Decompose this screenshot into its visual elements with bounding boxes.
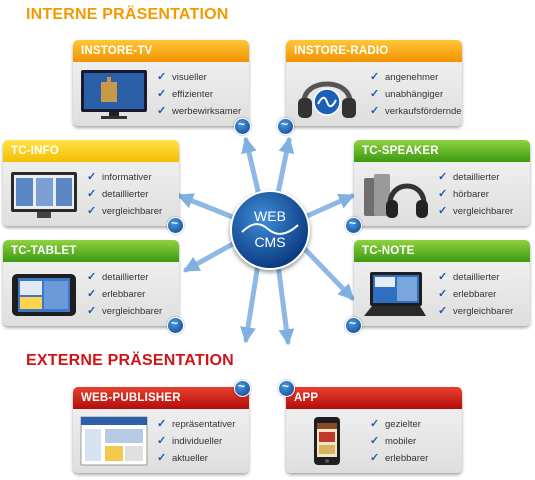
check-icon: ✓	[87, 171, 97, 183]
arrow-app	[275, 261, 295, 346]
card-title: TC-INFO	[3, 140, 179, 162]
check-icon: ✓	[157, 452, 167, 464]
web-cms-hub: WEB CMS	[230, 190, 310, 270]
arrow-web-publisher	[240, 261, 261, 344]
feature-item: ✓effizienter	[157, 86, 241, 103]
card-title: WEB-PUBLISHER	[73, 387, 249, 409]
check-icon: ✓	[87, 188, 97, 200]
node-icon	[277, 117, 294, 135]
wave-icon	[241, 223, 299, 235]
card-title: TC-NOTE	[354, 240, 530, 262]
feature-item: ✓erlebbarer	[87, 286, 162, 303]
check-icon: ✓	[157, 88, 167, 100]
feature-item: ✓werbewirksamer	[157, 103, 241, 120]
web-page-icon	[80, 416, 148, 466]
card-tc-info[interactable]: TC-INFO ✓informativer ✓detaillierter ✓ve…	[3, 140, 179, 226]
card-instore-radio[interactable]: INSTORE-RADIO ✓angenehmer ✓unabhängiger …	[286, 40, 462, 126]
check-icon: ✓	[87, 271, 97, 283]
check-icon: ✓	[87, 205, 97, 217]
check-icon: ✓	[370, 452, 380, 464]
card-tc-tablet[interactable]: TC-TABLET ✓detaillierter ✓erlebbarer ✓ve…	[3, 240, 179, 326]
card-title: INSTORE-RADIO	[286, 40, 462, 62]
hub-label-web: WEB	[254, 208, 286, 224]
feature-item: ✓repräsentativer	[157, 416, 235, 433]
check-icon: ✓	[370, 71, 380, 83]
heading-external: EXTERNE PRÄSENTATION	[26, 352, 234, 369]
check-icon: ✓	[438, 171, 448, 183]
feature-item: ✓detaillierter	[438, 269, 513, 286]
card-title: APP	[286, 387, 462, 409]
arrow-tc-tablet	[183, 237, 243, 273]
node-icon	[278, 379, 295, 397]
card-instore-tv[interactable]: INSTORE-TV ✓visueller ✓effizienter ✓werb…	[73, 40, 249, 126]
feature-item: ✓vergleichbarer	[87, 303, 162, 320]
laptop-icon	[364, 272, 426, 316]
card-tc-note[interactable]: TC-NOTE ✓detaillierter ✓erlebbarer ✓verg…	[354, 240, 530, 326]
check-icon: ✓	[157, 71, 167, 83]
check-icon: ✓	[87, 288, 97, 300]
smartphone-icon	[314, 417, 340, 465]
node-icon	[167, 316, 184, 334]
feature-item: ✓detaillierter	[438, 169, 513, 186]
feature-item: ✓erlebbarer	[438, 286, 513, 303]
card-title: TC-TABLET	[3, 240, 179, 262]
node-icon	[345, 316, 362, 334]
headphones-icon	[298, 81, 356, 118]
check-icon: ✓	[157, 435, 167, 447]
feature-item: ✓individueller	[157, 433, 235, 450]
feature-item: ✓visueller	[157, 69, 241, 86]
check-icon: ✓	[370, 435, 380, 447]
feature-item: ✓informativer	[87, 169, 162, 186]
check-icon: ✓	[438, 188, 448, 200]
node-icon	[234, 117, 251, 135]
card-web-publisher[interactable]: WEB-PUBLISHER ✓repräsentativer ✓individu…	[73, 387, 249, 473]
check-icon: ✓	[370, 88, 380, 100]
card-tc-speaker[interactable]: TC-SPEAKER ✓detaillierter ✓hörbarer ✓ver…	[354, 140, 530, 226]
feature-item: ✓erlebbarer	[370, 450, 428, 467]
node-icon	[167, 216, 184, 234]
card-title: INSTORE-TV	[73, 40, 249, 62]
node-icon	[234, 379, 251, 397]
feature-item: ✓vergleichbarer	[438, 203, 513, 220]
feature-item: ✓vergleichbarer	[87, 203, 162, 220]
feature-item: ✓verkaufsfördernder	[370, 103, 462, 120]
check-icon: ✓	[370, 105, 380, 117]
feature-item: ✓angenehmer	[370, 69, 462, 86]
node-icon	[345, 216, 362, 234]
feature-item: ✓mobiler	[370, 433, 428, 450]
check-icon: ✓	[438, 288, 448, 300]
check-icon: ✓	[370, 418, 380, 430]
check-icon: ✓	[157, 418, 167, 430]
check-icon: ✓	[438, 305, 448, 317]
tv-icon	[81, 70, 147, 119]
hub-label-cms: CMS	[254, 234, 286, 250]
arrow-tc-info	[177, 193, 243, 223]
check-icon: ✓	[438, 271, 448, 283]
heading-internal: INTERNE PRÄSENTATION	[26, 6, 229, 23]
card-title: TC-SPEAKER	[354, 140, 530, 162]
feature-item: ✓gezielter	[370, 416, 428, 433]
feature-item: ✓unabhängiger	[370, 86, 462, 103]
feature-item: ✓vergleichbarer	[438, 303, 513, 320]
check-icon: ✓	[157, 105, 167, 117]
feature-item: ✓detaillierter	[87, 186, 162, 203]
card-app[interactable]: APP ✓gezielter ✓mobiler ✓erlebbarer	[286, 387, 462, 473]
feature-item: ✓detaillierter	[87, 269, 162, 286]
speaker-headphones-icon	[364, 174, 428, 218]
feature-item: ✓hörbarer	[438, 186, 513, 203]
feature-item: ✓aktueller	[157, 450, 235, 467]
tablet-icon	[12, 274, 76, 316]
arrow-tc-note	[295, 239, 355, 301]
check-icon: ✓	[438, 205, 448, 217]
info-screen-icon	[11, 172, 77, 218]
check-icon: ✓	[87, 305, 97, 317]
